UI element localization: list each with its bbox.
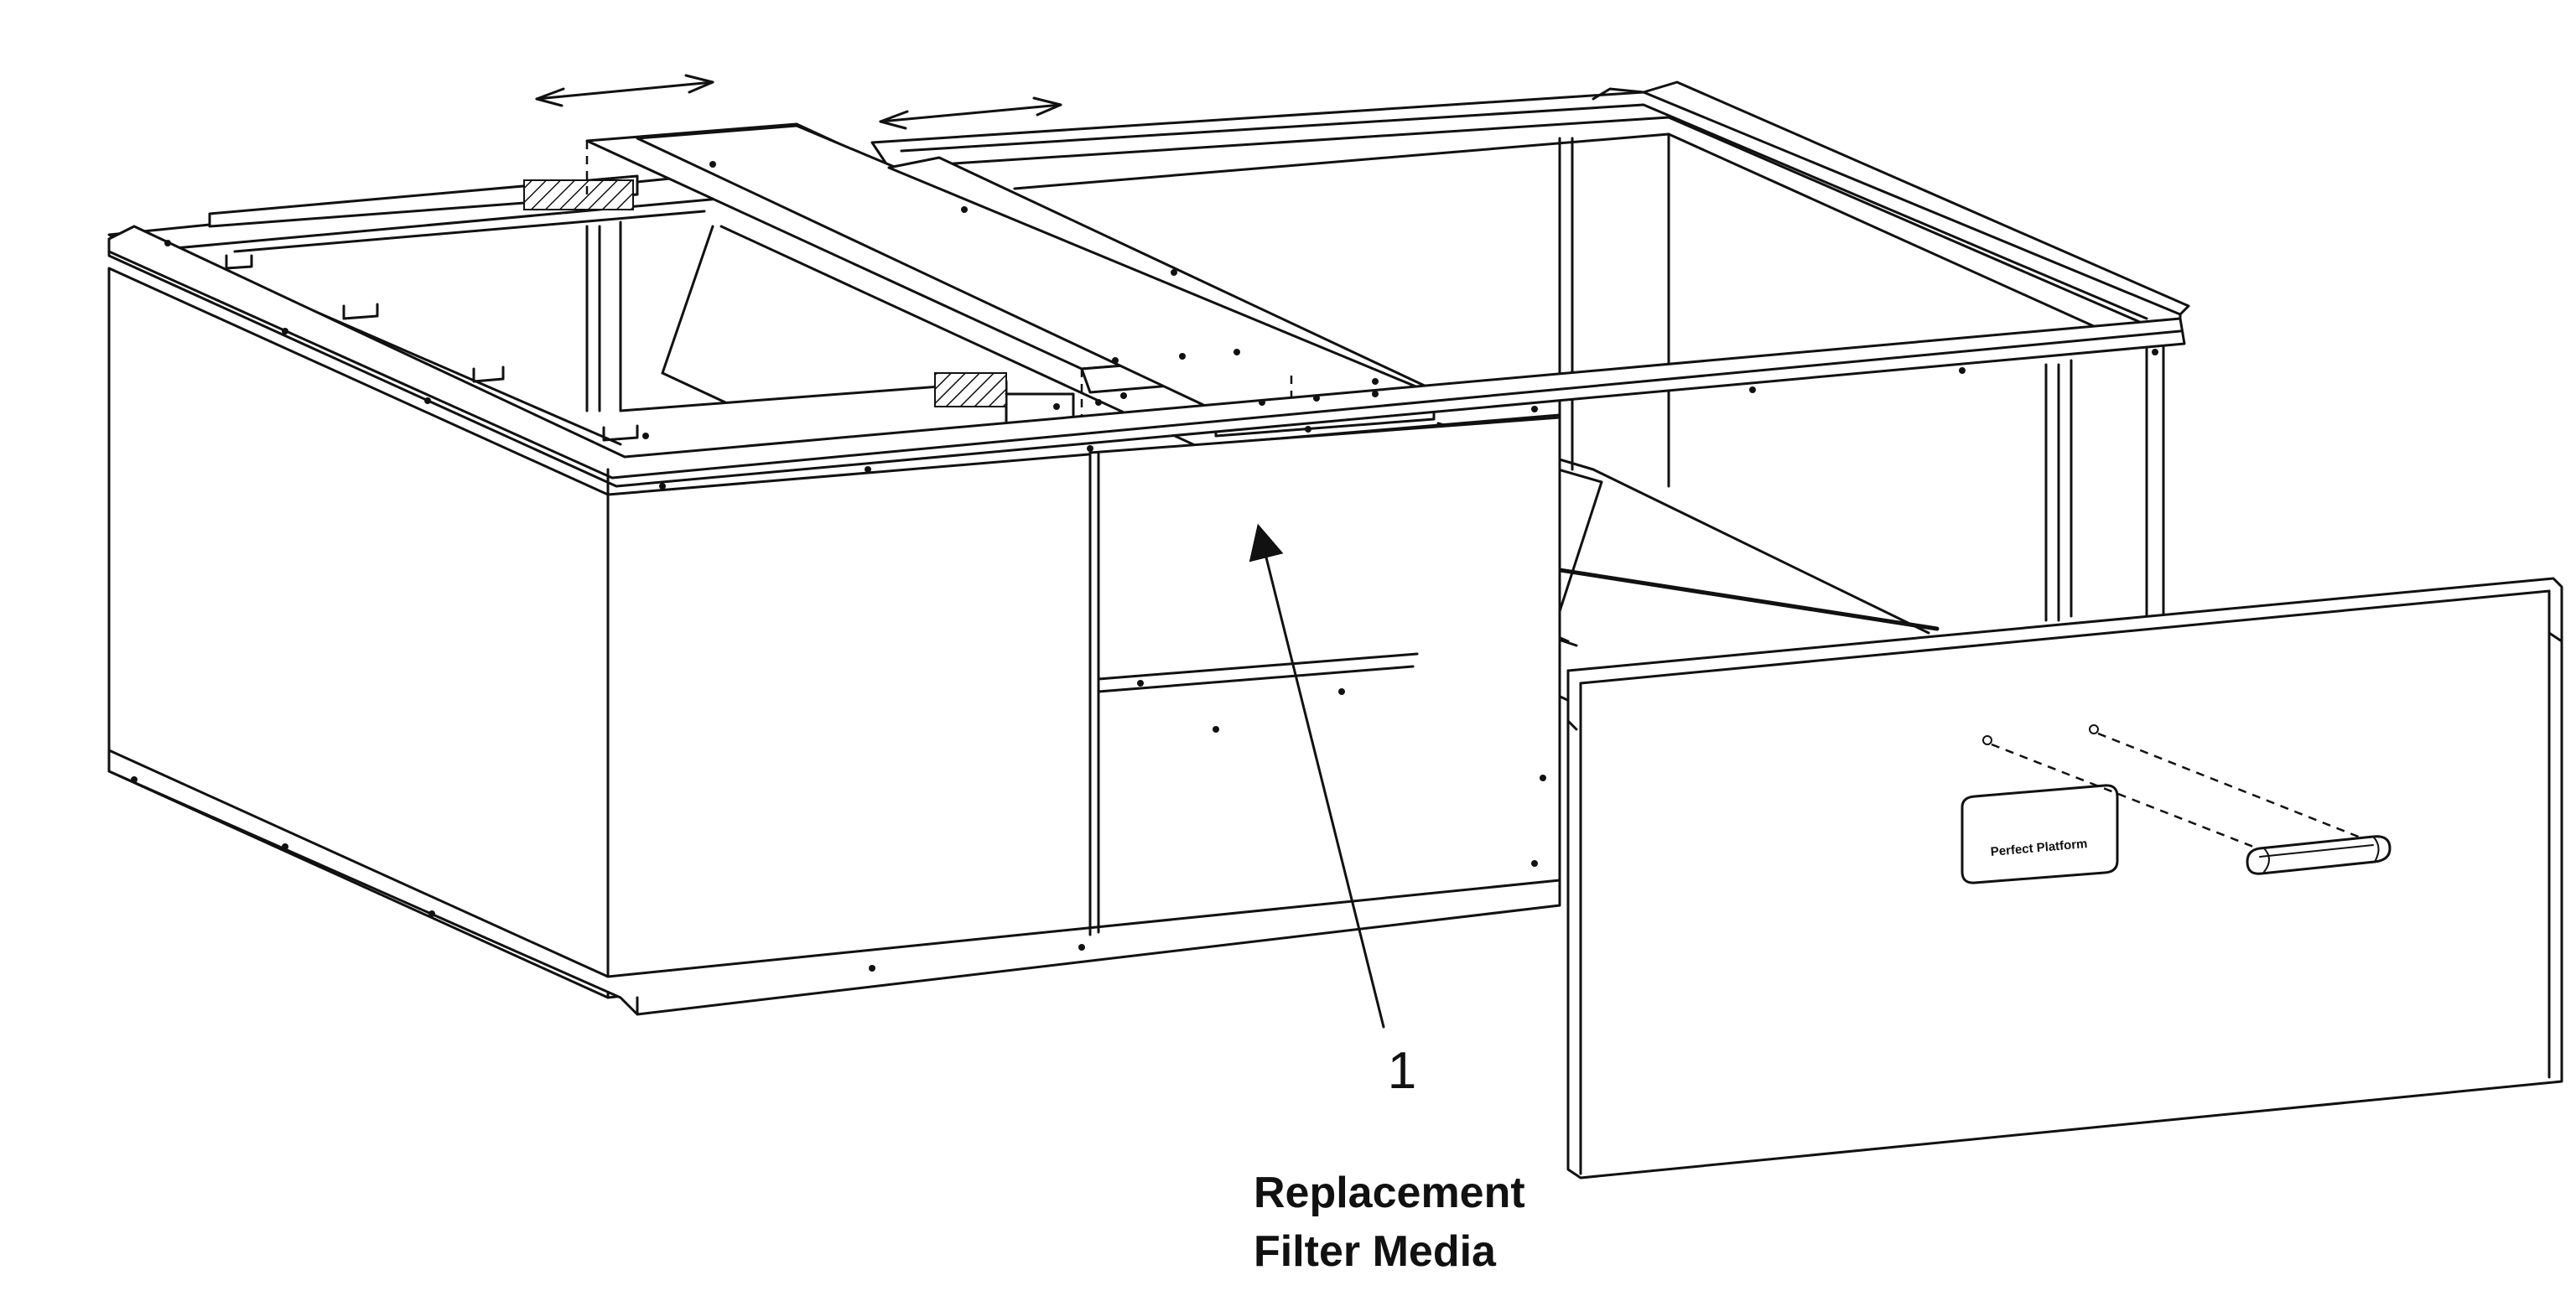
- callout-number: 1: [1388, 1042, 1416, 1100]
- double-arrow-icon: [535, 74, 714, 107]
- top-cover-plates: [585, 122, 1444, 438]
- cabinet-body: [107, 225, 2186, 1016]
- drawer-handle: [2246, 835, 2392, 875]
- double-arrow-icon: [879, 96, 1062, 130]
- drawer-front-panel: Perfect Platform: [1566, 577, 2563, 1180]
- label-line-1: Replacement: [1254, 1169, 1525, 1217]
- label-line-2: Filter Media: [1254, 1227, 1497, 1276]
- rivet-holes: [131, 161, 2158, 972]
- callout-leader: [1249, 523, 1385, 1029]
